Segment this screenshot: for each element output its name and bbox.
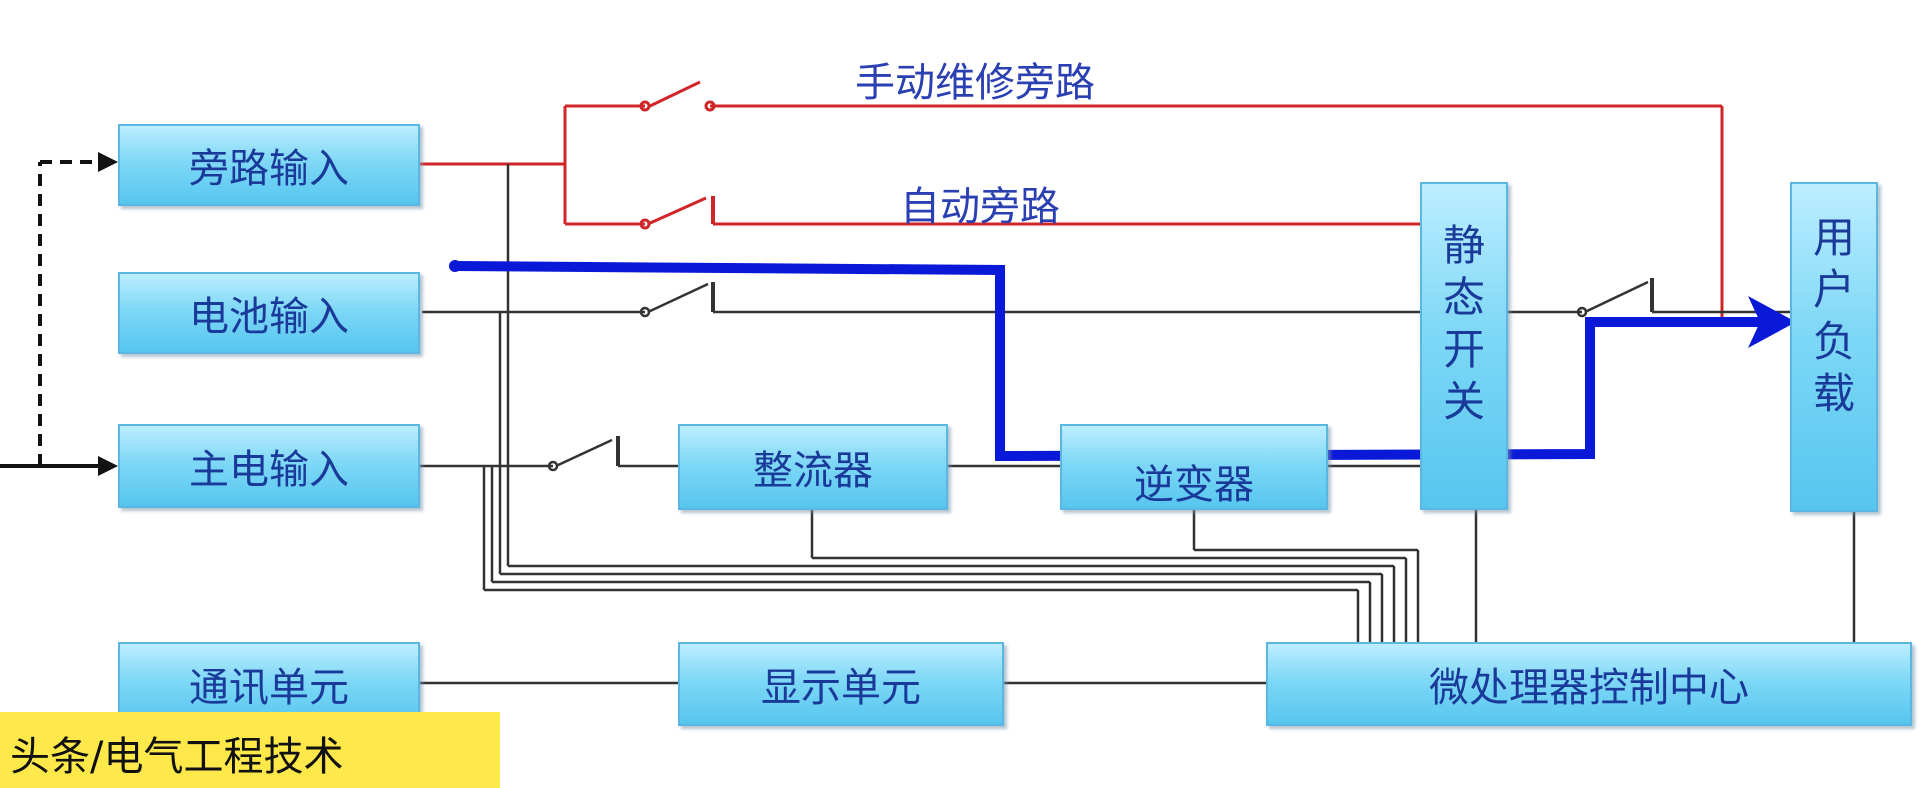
watermark-text: 头条/电气工程技术 [10,734,344,780]
user-load-char-4: 载 [1812,369,1855,418]
rectifier-label: 整流器 [753,448,873,494]
battery-input-block: 电池输入 [118,272,420,354]
mcu-control-center-label: 微处理器控制中心 [1429,665,1749,711]
user-load-char-1: 用 [1812,213,1855,262]
battery-input-label: 电池输入 [189,294,349,340]
inverter-label: 逆变器 [1134,462,1254,508]
power-flow-arrowhead [1748,296,1796,348]
bypass-input-block: 旁路输入 [118,124,420,206]
signal-lines [420,164,1856,685]
user-load-char-2: 户 [1812,265,1855,314]
user-load-char-3: 负 [1812,317,1855,366]
main-input-label: 主电输入 [189,447,349,493]
inverter-block: 逆变器 [1060,424,1328,510]
static-switch-block: 静 态 开 关 [1420,182,1508,510]
static-switch-char-4: 关 [1442,377,1485,426]
bypass-lines [420,80,1724,322]
rectifier-block: 整流器 [678,424,948,510]
static-switch-char-2: 态 [1442,273,1485,322]
bypass-input-label: 旁路输入 [189,146,349,192]
watermark-banner: 头条/电气工程技术 [0,712,500,788]
power-flow-start [449,260,461,272]
bypass-input-arrowhead [98,152,118,172]
comm-unit-label: 通讯单元 [189,665,349,711]
main-input-arrowhead [98,456,118,476]
display-unit-label: 显示单元 [761,665,921,711]
user-load-block: 用 户 负 载 [1790,182,1878,512]
main-input-block: 主电输入 [118,424,420,508]
static-switch-char-3: 开 [1442,325,1485,374]
display-unit-block: 显示单元 [678,642,1004,726]
static-switch-char-1: 静 [1442,221,1485,270]
mcu-control-center-block: 微处理器控制中心 [1266,642,1912,726]
input-arrows [0,160,105,468]
manual-bypass-label: 手动维修旁路 [855,60,1095,106]
auto-bypass-label: 自动旁路 [900,184,1060,230]
